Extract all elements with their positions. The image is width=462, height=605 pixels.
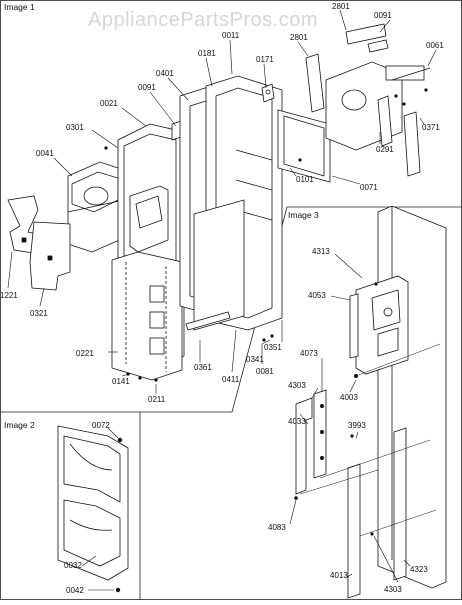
part-label-0041: 0041 — [36, 149, 54, 158]
screws-image-2 — [115, 437, 123, 593]
part-label-0042: 0042 — [66, 586, 84, 595]
part-label-0301: 0301 — [66, 123, 84, 132]
trim-4033 — [295, 397, 313, 495]
part-label-3993: 3993 — [348, 421, 366, 430]
part-label-2801: 2801 — [290, 33, 308, 42]
part-labels: 0011 2801 0091 2801 0061 0181 0171 0401 … — [0, 2, 444, 595]
insulation-pieces — [7, 195, 71, 291]
leader-lines-image-2 — [81, 427, 119, 591]
part-label-0371: 0371 — [422, 123, 440, 132]
section-title-image-2: Image 2 — [4, 420, 35, 430]
part-label-0351: 0351 — [264, 343, 282, 352]
part-label-4033: 4033 — [288, 417, 306, 426]
part-label-4013: 4013 — [330, 571, 348, 580]
door-liner — [111, 251, 183, 381]
part-label-0071: 0071 — [360, 183, 378, 192]
part-label-0411: 0411 — [222, 375, 240, 384]
long-strip-4323 — [393, 427, 407, 581]
part-label-0221: 0221 — [76, 349, 94, 358]
part-label-0081: 0081 — [256, 367, 274, 376]
part-label-2801-top: 2801 — [332, 2, 350, 11]
part-label-4003: 4003 — [340, 393, 358, 402]
panel-4053 — [349, 293, 359, 359]
dispenser-door-assembly — [57, 425, 129, 581]
part-label-4323: 4323 — [410, 565, 428, 574]
bar-0361 — [185, 311, 231, 331]
part-label-0091-top: 0091 — [374, 11, 392, 20]
part-label-1221: 1221 — [0, 291, 18, 300]
part-label-0181: 0181 — [198, 49, 216, 58]
part-label-4303-bottom: 4303 — [384, 585, 402, 594]
section-title-image-1: Image 1 — [4, 2, 35, 12]
part-label-4083: 4083 — [268, 523, 286, 532]
strips-2801 — [305, 23, 421, 177]
part-label-0321: 0321 — [30, 309, 48, 318]
leader-lines-image-1 — [7, 9, 437, 394]
part-label-0101: 0101 — [296, 175, 314, 184]
part-label-0171: 0171 — [256, 55, 274, 64]
trim-4073 — [313, 389, 327, 479]
part-label-0021: 0021 — [100, 99, 118, 108]
image-1-assembly — [7, 9, 437, 394]
image-2-assembly — [57, 425, 129, 593]
part-label-0032: 0032 — [64, 561, 82, 570]
part-label-0141: 0141 — [112, 377, 130, 386]
part-label-0211: 0211 — [148, 395, 166, 404]
dispenser-frame-4313 — [355, 275, 409, 375]
alignment-lines-image-3 — [299, 343, 441, 537]
part-label-4073: 4073 — [300, 349, 318, 358]
screws-image-3 — [294, 282, 378, 536]
part-label-0401: 0401 — [156, 69, 174, 78]
hinge-bracket-0171 — [261, 83, 275, 103]
watermark-text: AppliancePartsPros.com — [88, 9, 318, 31]
part-label-0341: 0341 — [246, 355, 264, 364]
part-label-0361: 0361 — [194, 363, 212, 372]
screws — [104, 88, 428, 382]
leader-lines-image-3 — [289, 253, 411, 583]
part-label-0011: 0011 — [222, 31, 240, 40]
cabinet-door-right — [377, 205, 447, 589]
part-label-0072: 0072 — [92, 421, 110, 430]
part-label-0291: 0291 — [376, 145, 394, 154]
section-title-image-3: Image 3 — [288, 210, 319, 220]
gasket-0071 — [277, 109, 331, 183]
part-label-0061: 0061 — [426, 41, 444, 50]
long-strip-4013 — [347, 463, 361, 599]
part-label-0091: 0091 — [138, 83, 156, 92]
part-label-4303: 4303 — [288, 381, 306, 390]
part-label-4053: 4053 — [308, 291, 326, 300]
part-label-4313: 4313 — [312, 247, 330, 256]
image-3-assembly — [289, 205, 447, 599]
panel-0411 — [193, 199, 245, 331]
ice-chute-housing — [67, 161, 125, 253]
